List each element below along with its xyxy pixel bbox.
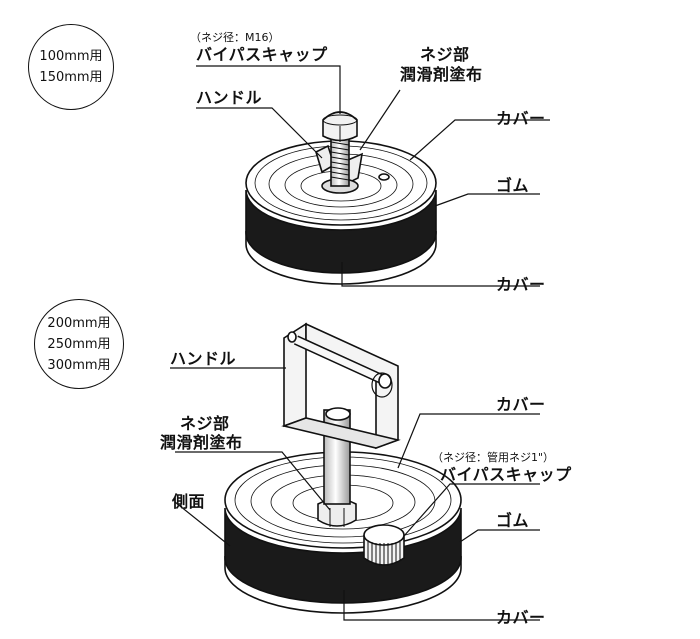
top-size-1: 100mm用 xyxy=(39,49,103,64)
top-rubber-label: ゴム xyxy=(496,176,530,195)
top-cover-label: カバー xyxy=(496,109,546,128)
bottom-thread-lube-1: ネジ部 xyxy=(180,414,230,433)
bottom-size-3: 300mm用 xyxy=(47,357,111,373)
bottom-handle-label: ハンドル xyxy=(170,349,237,368)
bottom-size-1: 200mm用 xyxy=(47,315,111,331)
bottom-cover-label: カバー xyxy=(496,395,546,414)
top-thread-lube-1: ネジ部 xyxy=(420,45,470,64)
top-size-2: 150mm用 xyxy=(39,70,103,85)
bottom-side-label: 側面 xyxy=(172,492,206,511)
bottom-rubber-band xyxy=(224,507,462,604)
bottom-plug-assembly xyxy=(170,322,540,621)
top-vent-hole xyxy=(378,173,390,181)
bottom-rubber-label: ゴム xyxy=(496,511,530,530)
top-bypass-cap-label: バイパスキャップ xyxy=(196,45,328,64)
top-plug-assembly xyxy=(196,65,550,287)
top-rubber-band xyxy=(245,189,437,274)
top-thread-lube-2: 潤滑剤塗布 xyxy=(400,65,483,84)
bottom-size-badge: 200mm用 250mm用 300mm用 xyxy=(34,299,124,389)
bottom-bottom-cover-label: カバー xyxy=(496,608,546,627)
bottom-thread-lube-2: 潤滑剤塗布 xyxy=(160,433,243,452)
bottom-size-2: 250mm用 xyxy=(47,336,111,352)
top-handle-label: ハンドル xyxy=(196,88,263,107)
top-size-badge: 100mm用 150mm用 xyxy=(28,24,114,110)
top-thread-note: （ネジ径：M16） xyxy=(190,31,280,44)
bottom-bypass-cap-label: バイパスキャップ xyxy=(440,465,572,484)
bottom-thread-note: （ネジ径：管用ネジ1"） xyxy=(432,451,555,464)
top-bottom-cover-label: カバー xyxy=(496,275,546,294)
